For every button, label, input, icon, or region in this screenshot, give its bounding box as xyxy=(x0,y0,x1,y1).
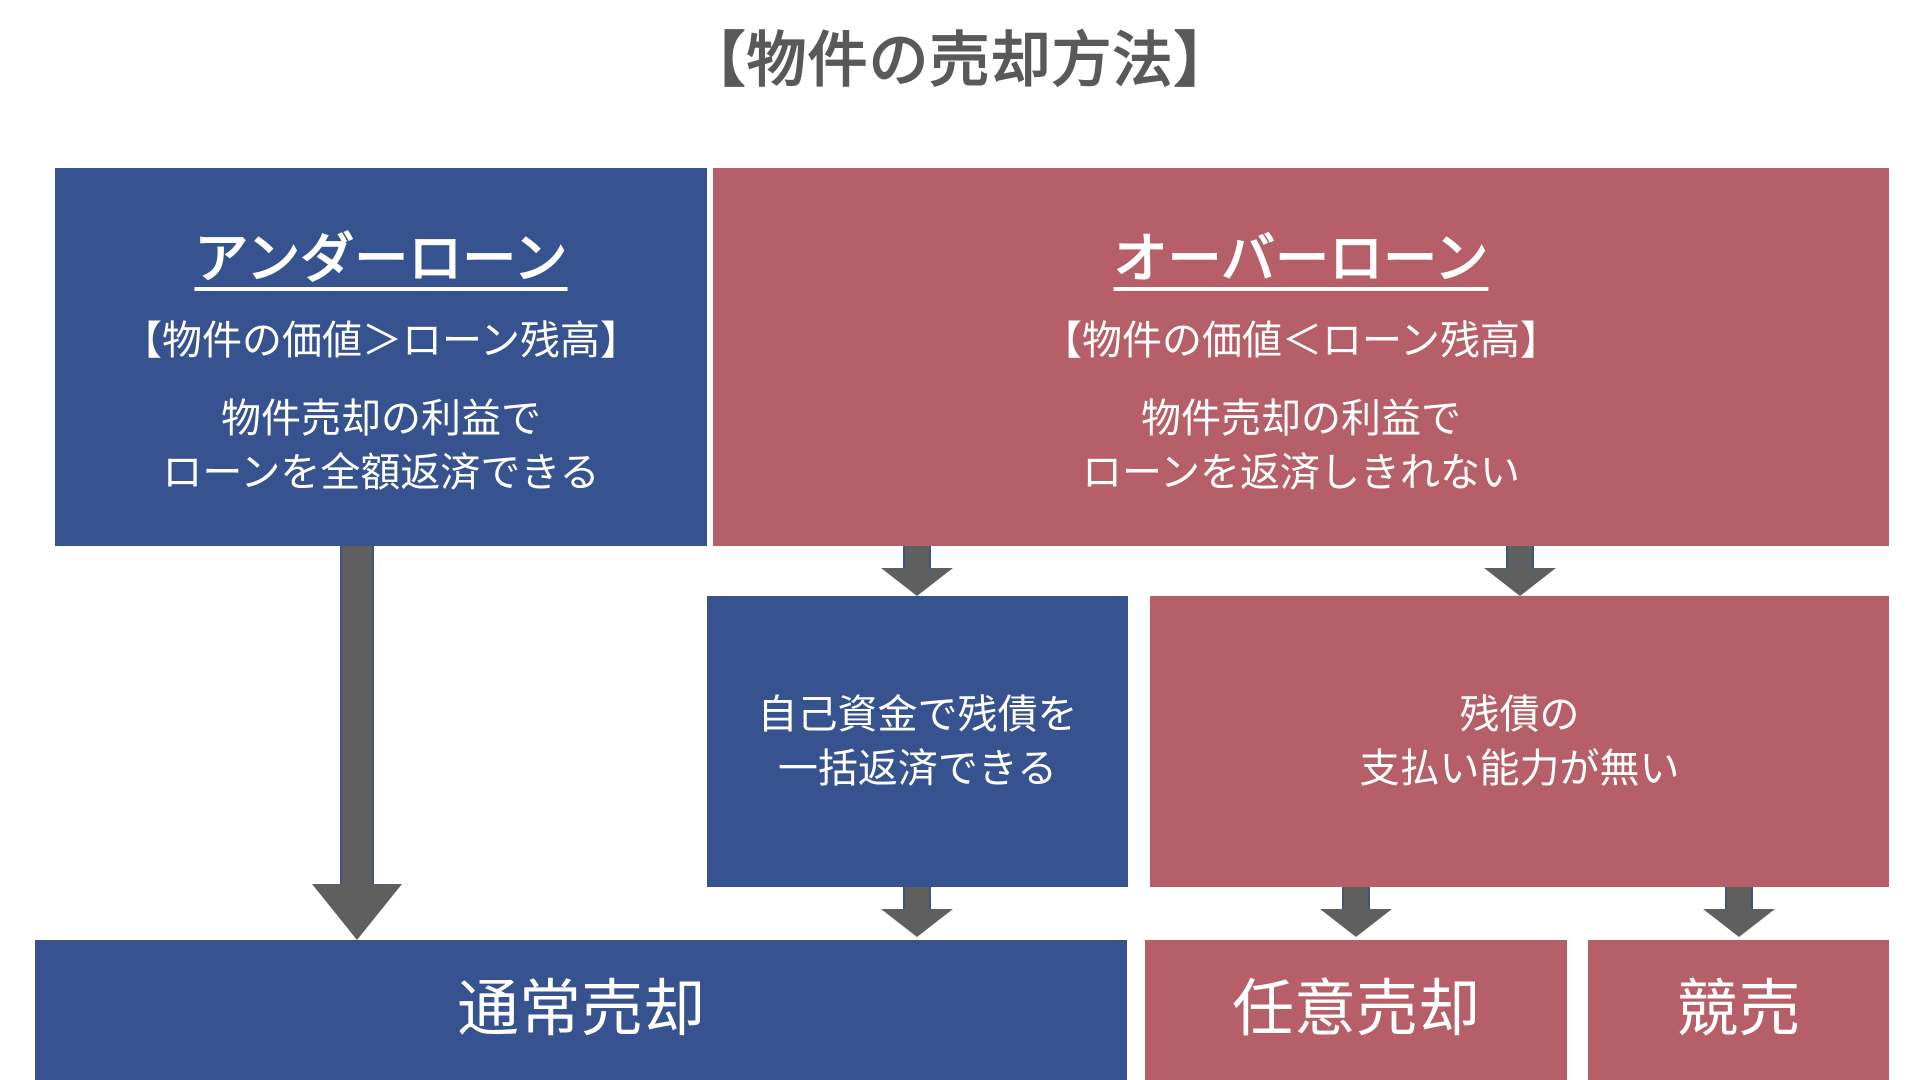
over-loan-body-line-1: 物件売却の利益で xyxy=(1141,397,1461,442)
arrow-shaft xyxy=(1342,887,1370,911)
over-loan-body-line-2: ローンを返済しきれない xyxy=(1082,451,1520,496)
arrow-head xyxy=(1703,909,1775,937)
self-funds-box: 自己資金で残債を 一括返済できる xyxy=(707,596,1128,887)
arrow-head xyxy=(881,909,953,937)
under-loan-heading: アンダーローン xyxy=(194,228,568,289)
no-capacity-body-line-2: 支払い能力が無い xyxy=(1359,746,1680,791)
no-capacity-box: 残債の 支払い能力が無い xyxy=(1150,596,1889,887)
over-loan-body: 物件売却の利益で ローンを返済しきれない xyxy=(1082,392,1520,500)
under-loan-box: アンダーローン 【物件の価値＞ローン残高】 物件売却の利益で ローンを全額返済で… xyxy=(55,168,707,546)
voluntary-sale-box: 任意売却 xyxy=(1145,940,1567,1080)
arrow-shaft xyxy=(1506,546,1534,570)
arrow-head xyxy=(312,884,402,940)
no-capacity-body-line-1: 残債の xyxy=(1459,692,1580,737)
under-loan-body-line-2: ローンを全額返済できる xyxy=(162,451,600,496)
arrow-down-no-capacity-to-voluntary-sale-icon xyxy=(1320,887,1392,937)
self-funds-body: 自己資金で残債を 一括返済できる xyxy=(758,688,1078,796)
over-loan-condition: 【物件の価値＜ローン残高】 xyxy=(1042,319,1560,364)
page-title: 【物件の売却方法】 xyxy=(685,27,1235,94)
self-funds-body-line-1: 自己資金で残債を xyxy=(757,692,1078,737)
arrow-down-self-funds-to-normal-sale-icon xyxy=(881,887,953,937)
over-loan-box: オーバーローン 【物件の価値＜ローン残高】 物件売却の利益で ローンを返済しきれ… xyxy=(713,168,1889,546)
arrow-shaft xyxy=(903,546,931,570)
arrow-shaft xyxy=(340,546,374,886)
arrow-head xyxy=(881,568,953,596)
arrow-head xyxy=(1320,909,1392,937)
arrow-down-under-loan-to-normal-sale-icon xyxy=(312,546,402,940)
under-loan-body-line-1: 物件売却の利益で xyxy=(220,397,541,442)
under-loan-body: 物件売却の利益で ローンを全額返済できる xyxy=(162,392,599,500)
arrow-down-no-capacity-to-auction-icon xyxy=(1703,887,1775,937)
self-funds-body-line-2: 一括返済できる xyxy=(777,746,1058,791)
arrow-down-over-loan-to-no-capacity-icon xyxy=(1484,546,1556,596)
auction-label: 競売 xyxy=(1676,974,1801,1044)
normal-sale-label: 通常売却 xyxy=(456,974,705,1044)
voluntary-sale-label: 任意売却 xyxy=(1231,974,1480,1044)
over-loan-heading: オーバーローン xyxy=(1113,228,1489,289)
arrow-shaft xyxy=(903,887,931,911)
arrow-head xyxy=(1484,568,1556,596)
arrow-down-over-loan-to-self-funds-icon xyxy=(881,546,953,596)
auction-box: 競売 xyxy=(1588,940,1889,1080)
no-capacity-body: 残債の 支払い能力が無い xyxy=(1360,688,1680,796)
arrow-shaft xyxy=(1725,887,1753,911)
under-loan-condition: 【物件の価値＞ローン残高】 xyxy=(122,319,640,364)
normal-sale-box: 通常売却 xyxy=(35,940,1127,1080)
